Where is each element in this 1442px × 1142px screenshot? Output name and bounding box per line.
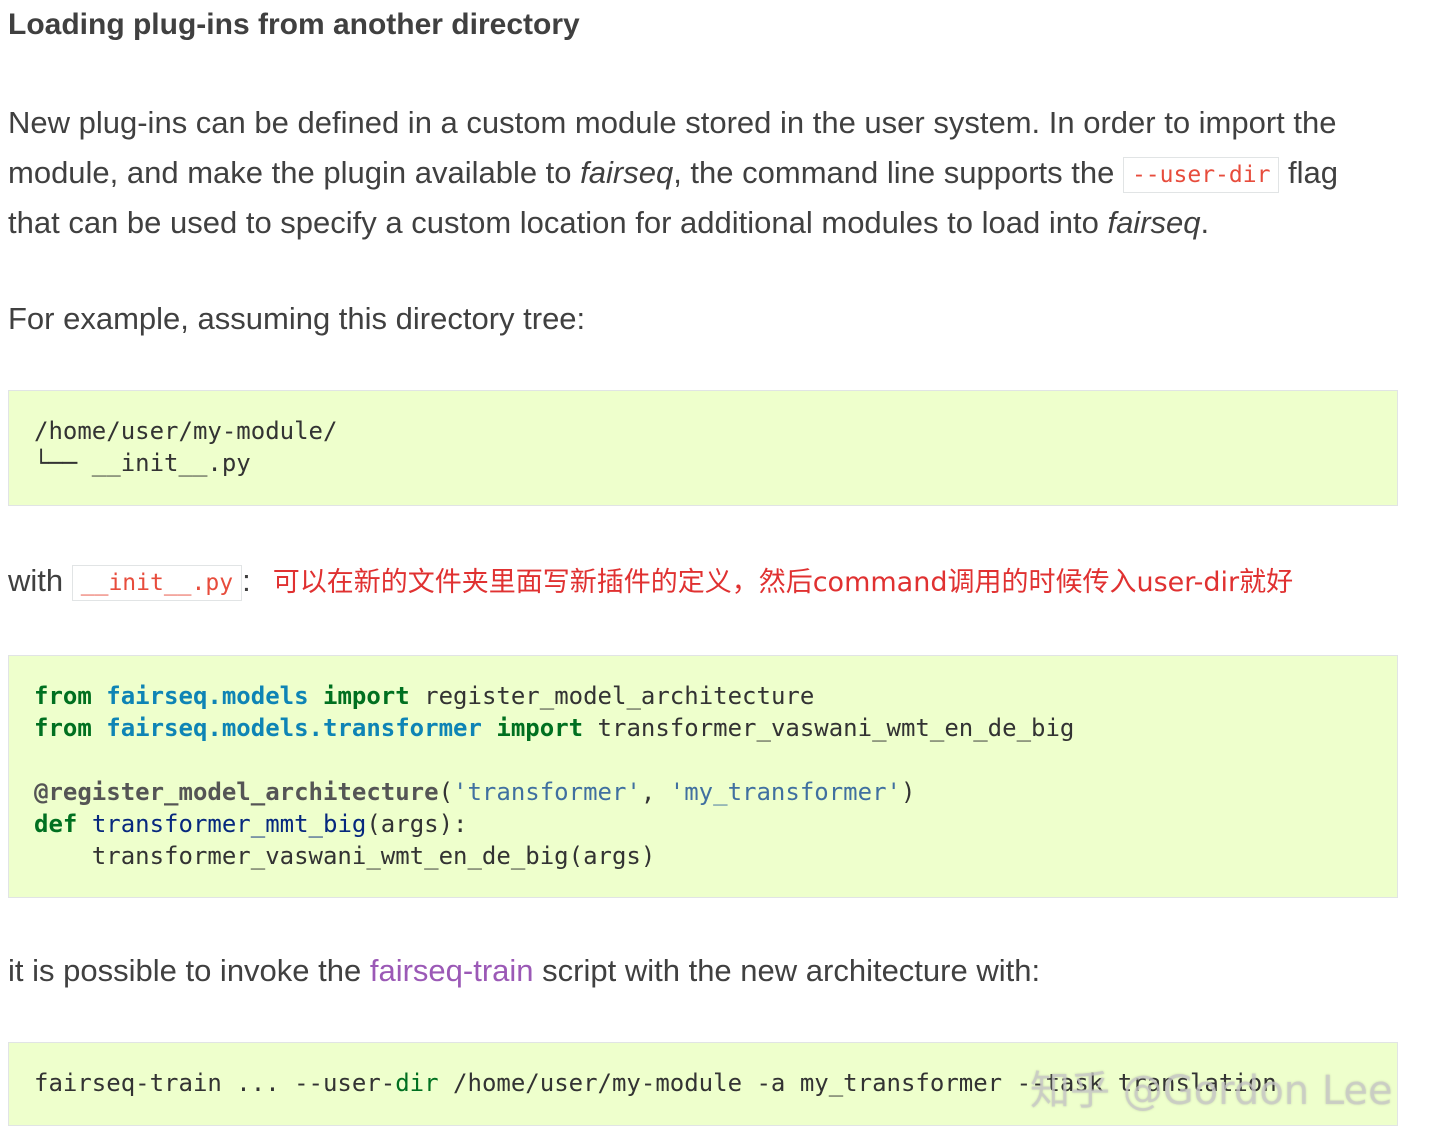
invoke-paragraph: it is possible to invoke the fairseq-tra… [8,946,1040,996]
command-dir-builtin: dir [395,1069,439,1097]
tree-line-1: /home/user/my-module/ [34,417,338,445]
function-body: transformer_vaswani_wmt_en_de_big(args) [34,842,656,870]
module-name: fairseq.models.transformer [106,714,482,742]
fairseq-train-link[interactable]: fairseq-train [369,953,534,988]
intro-line-2-post: flag [1279,155,1339,190]
python-code-block: from fairseq.models import register_mode… [8,655,1398,898]
colon-text: : [242,563,251,598]
function-args: (args): [366,810,468,838]
command-post: /home/user/my-module -a my_transformer -… [438,1069,1277,1097]
directory-tree-block: /home/user/my-module/ └── __init__.py [8,390,1398,506]
chinese-annotation: 可以在新的文件夹里面写新插件的定义，然后command调用的时候传入user-d… [272,566,1294,598]
section-heading: Loading plug-ins from another directory [8,8,580,41]
kw-import: import [323,682,410,710]
command-pre: fairseq-train ... --user- [34,1069,396,1097]
intro-line-3-pre: that can be used to specify a custom loc… [8,205,1108,240]
paren-open: ( [438,778,454,806]
module-name: fairseq.models [106,682,309,710]
import-name: register_model_architecture [424,682,815,710]
with-text: with [8,563,72,598]
fairseq-emphasis: fairseq [580,155,674,190]
intro-line-2-pre: module, and make the plugin available to [8,155,581,190]
invoke-post: script with the new architecture with: [533,953,1041,988]
kw-from: from [34,682,92,710]
user-dir-inline-code: --user-dir [1122,156,1280,193]
string-literal: 'my_transformer' [669,778,901,806]
zhihu-watermark: 知乎 @Gordon Lee [1030,1068,1393,1114]
intro-line-2-mid: , the command line supports the [673,155,1123,190]
intro-line-3-post: . [1200,205,1210,240]
comma: , [640,778,670,806]
intro-line-1: New plug-ins can be defined in a custom … [8,105,1337,140]
fairseq-emphasis-2: fairseq [1107,205,1201,240]
paren-close: ) [900,778,916,806]
with-init-paragraph: with __init__.py: 可以在新的文件夹里面写新插件的定义，然后com… [8,556,1293,608]
function-name: transformer_mmt_big [91,810,367,838]
invoke-pre: it is possible to invoke the [8,953,370,988]
init-py-inline-code: __init__.py [71,564,243,601]
tree-line-2: └── __init__.py [34,449,251,477]
decorator: @register_model_architecture [34,778,439,806]
kw-import: import [496,714,584,742]
example-paragraph: For example, assuming this directory tre… [8,301,586,336]
kw-def: def [34,810,78,838]
intro-paragraph: New plug-ins can be defined in a custom … [8,98,1338,248]
kw-from: from [34,714,92,742]
command-block: fairseq-train ... --user-dir /home/user/… [8,1042,1398,1126]
import-name: transformer_vaswani_wmt_en_de_big [597,714,1075,742]
string-literal: 'transformer' [453,778,641,806]
